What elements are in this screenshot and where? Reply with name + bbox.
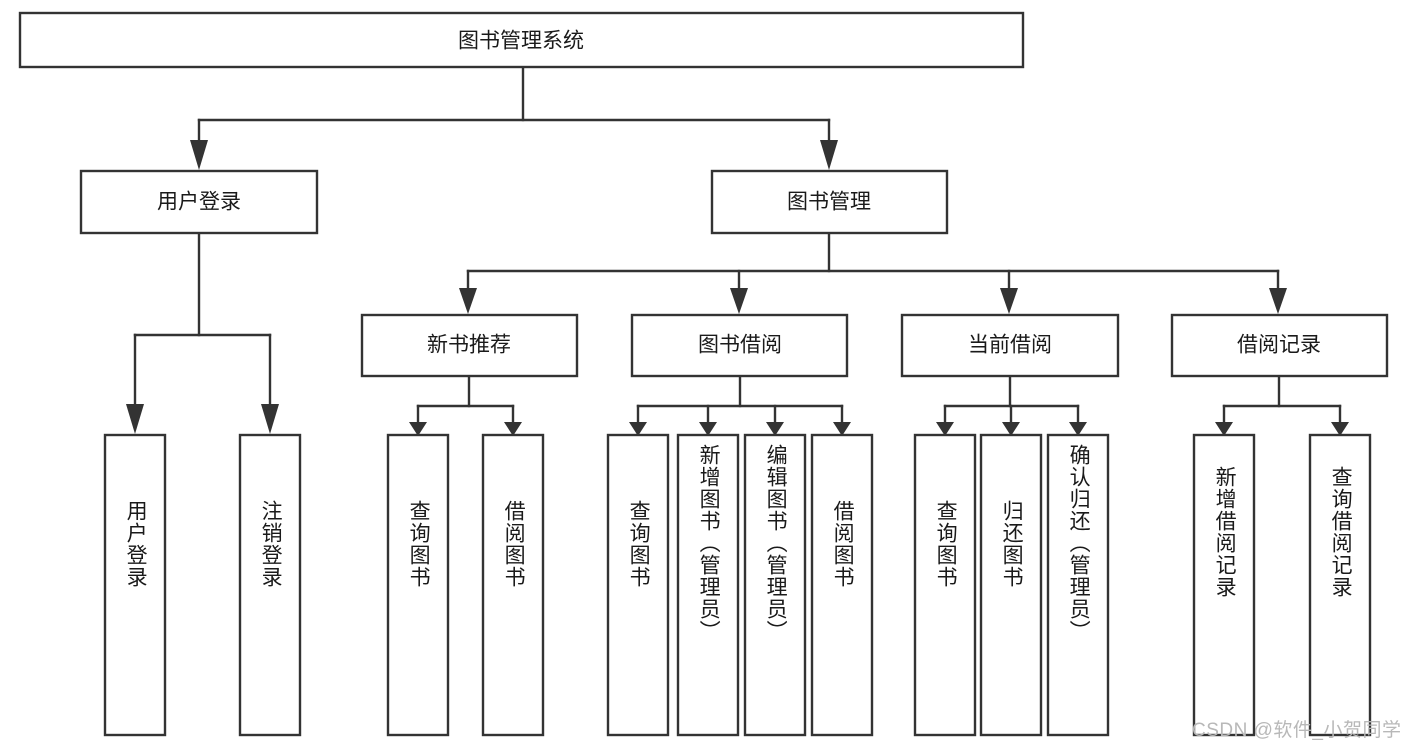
arrow-icon-leaf-nb-2 [504, 422, 522, 436]
node-borrow-record[interactable] [1170, 313, 1389, 378]
arrow-icon-borrow-record [1269, 288, 1287, 314]
node-current-borrow[interactable] [900, 313, 1120, 378]
connectors-layer [133, 65, 1342, 424]
arrow-icon-new-book [459, 288, 477, 314]
node-new-book-recommend-label: 新书推荐 [427, 334, 511, 357]
arrow-icon-user-login [190, 140, 208, 170]
node-book-borrow-label: 图书借阅 [698, 334, 782, 357]
arrow-icon-leaf-cb-3 [1069, 422, 1087, 436]
arrow-icon-leaf-bb-1 [629, 422, 647, 436]
node-book-borrow[interactable] [630, 313, 849, 378]
arrow-icon-leaf-br-1 [1215, 422, 1233, 436]
leaf-edit-book-admin[interactable] [743, 433, 807, 737]
leaf-query-book-3[interactable] [913, 433, 977, 737]
node-borrow-record-label: 借阅记录 [1237, 334, 1321, 357]
root-node-label: 图书管理系统 [458, 30, 584, 53]
arrow-icon-book-management [820, 140, 838, 170]
node-book-management[interactable] [710, 169, 949, 235]
arrow-icon-current-borrow [1000, 288, 1018, 314]
leaf-borrow-book-1[interactable] [481, 433, 545, 737]
arrow-icon-leaf-bb-2 [699, 422, 717, 436]
arrow-icon-leaf-br-2 [1331, 422, 1349, 436]
root-node[interactable] [18, 11, 1025, 69]
leaf-add-borrow-record[interactable] [1192, 433, 1256, 737]
node-book-management-label: 图书管理 [787, 191, 871, 214]
leaf-user-login[interactable] [103, 433, 167, 737]
leaf-query-borrow-record[interactable] [1308, 433, 1372, 737]
arrow-icon-leaf-cb-1 [936, 422, 954, 436]
arrow-icon-leaf-bb-4 [833, 422, 851, 436]
node-current-borrow-label: 当前借阅 [968, 334, 1052, 357]
leaf-logout[interactable] [238, 433, 302, 737]
leaf-confirm-return-admin[interactable] [1046, 433, 1110, 737]
arrow-icon-leaf-cb-2 [1002, 422, 1020, 436]
arrow-icon-leaf-nb-1 [409, 422, 427, 436]
arrow-icon-book-borrow [730, 288, 748, 314]
leaf-return-book[interactable] [979, 433, 1043, 737]
leaf-query-book-2[interactable] [606, 433, 670, 737]
node-user-login-label: 用户登录 [157, 191, 241, 214]
arrow-icon-leaf-user-login [126, 404, 144, 434]
node-user-login[interactable] [79, 169, 319, 235]
leaf-add-book-admin[interactable] [676, 433, 740, 737]
arrow-icon-leaf-bb-3 [766, 422, 784, 436]
leaf-borrow-book-2[interactable] [810, 433, 874, 737]
node-new-book-recommend[interactable] [360, 313, 579, 378]
arrow-icon-leaf-logout [261, 404, 279, 434]
leaf-query-book-1[interactable] [386, 433, 450, 737]
nodes-layer: 图书管理系统 用户登录 图书管理 新书推荐 图书借阅 当前借阅 借阅记录 [18, 11, 1389, 737]
csdn-watermark: CSDN @软件_小贺同学 [1192, 720, 1402, 741]
arrowheads-layer [126, 140, 1349, 436]
